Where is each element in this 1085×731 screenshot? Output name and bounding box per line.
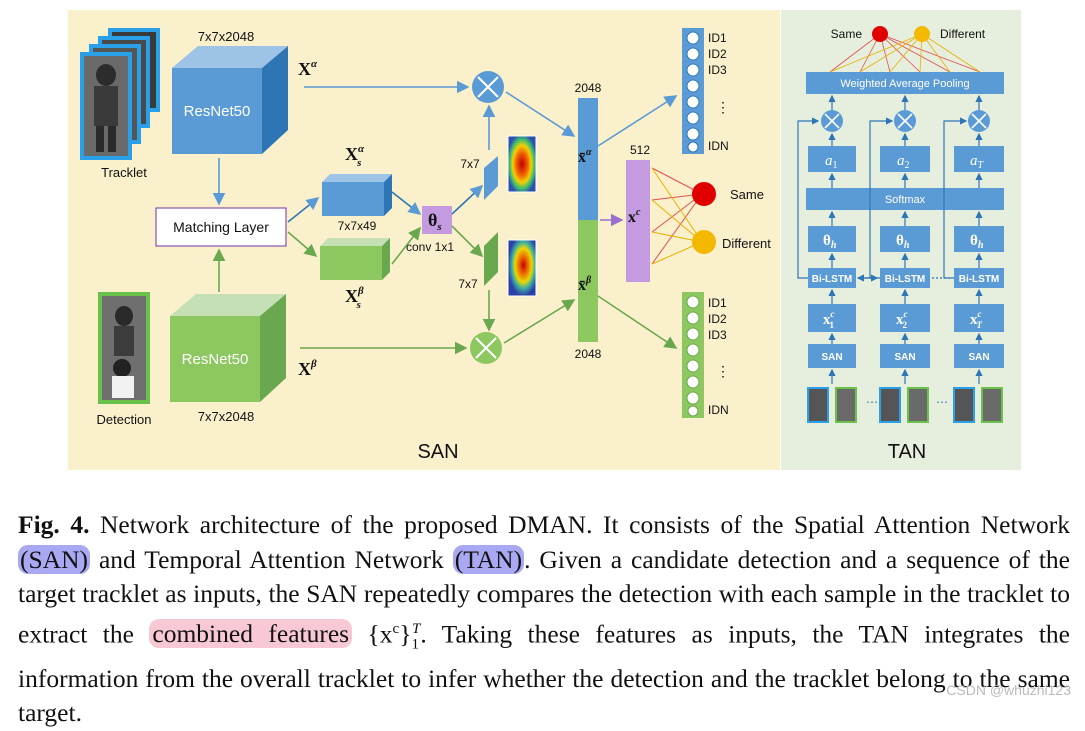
matching-layer-label: Matching Layer (173, 219, 269, 235)
xs-dim-label: 7x7x49 (338, 219, 377, 233)
caption-math-close: } (399, 619, 412, 648)
feat-top-dim: 2048 (575, 81, 602, 95)
bilstm-2: Bi-LSTM (885, 274, 926, 285)
tan-column-3 (954, 110, 1004, 368)
map-size-top: 7x7 (460, 157, 480, 171)
id-bottom-2: ID2 (708, 312, 727, 326)
dim-top-label: 7x7x2048 (198, 29, 254, 44)
softmax-label: Softmax (885, 194, 926, 206)
conv-label: conv 1x1 (406, 240, 454, 254)
san-section-label: SAN (417, 441, 458, 463)
bilstm-1: Bi-LSTM (812, 274, 853, 285)
tracklet-label: Tracklet (101, 165, 147, 180)
multiply-bottom (470, 332, 502, 364)
caption-part-2: and Temporal Attention Network (90, 544, 453, 574)
tan-different-node (914, 26, 930, 42)
caption-math-open: {x (352, 619, 393, 648)
id-bottom-n: IDN (708, 403, 729, 417)
caption-math-sup: T (411, 620, 421, 637)
tan-same-label: Same (831, 27, 863, 41)
id-top-1: ID1 (708, 31, 727, 45)
san-same-node (692, 182, 716, 206)
san-same-label: Same (730, 187, 764, 202)
softmax-box (806, 188, 1004, 210)
feature-alpha-bar (578, 98, 598, 220)
caption-tan-highlight: (TAN) (452, 544, 525, 574)
figure-caption: Fig. 4. Network architecture of the prop… (18, 508, 1070, 731)
id-top-2: ID2 (708, 47, 727, 61)
xs-alpha-block (322, 174, 392, 216)
caption-math-sub: 1 (411, 636, 419, 653)
feature-beta-bar (578, 220, 598, 342)
attention-map-bottom (484, 232, 498, 286)
attention-map-top (484, 156, 498, 200)
combined-feature-bar (626, 160, 650, 282)
caption-math-c: c (392, 620, 400, 637)
resnet50-bottom-label: ResNet50 (182, 351, 249, 368)
tan-same-node (872, 26, 888, 42)
heatmap-top (507, 135, 537, 193)
tan-section-label: TAN (888, 441, 927, 463)
tan-san-2: SAN (894, 352, 915, 363)
caption-fig-label: Fig. 4. (18, 510, 90, 539)
tan-different-label: Different (940, 27, 986, 41)
id-top-dots: ⋮ (716, 99, 730, 115)
caption-san-highlight: (SAN) (18, 544, 90, 574)
heatmap-bottom (507, 239, 537, 297)
map-size-bottom: 7x7 (458, 277, 478, 291)
theta-s-box (422, 206, 452, 234)
watermark: CSDN @whuzhi123 (946, 682, 1071, 698)
caption-part-1: Network architecture of the proposed DMA… (89, 510, 1070, 539)
id-column-top (682, 28, 704, 154)
weighted-pooling-label: Weighted Average Pooling (840, 78, 969, 90)
id-bottom-1: ID1 (708, 296, 727, 310)
bilstm-3: Bi-LSTM (959, 274, 1000, 285)
id-top-n: IDN (708, 139, 729, 153)
san-different-label: Different (722, 236, 771, 251)
dim-bottom-label: 7x7x2048 (198, 409, 254, 424)
detection-label: Detection (97, 412, 152, 427)
tracklet-images (80, 28, 160, 160)
tan-ellipsis-2: ⋯ (936, 395, 948, 409)
tan-arrows (797, 94, 983, 384)
xs-beta-block (320, 238, 390, 280)
tan-column-2 (880, 110, 930, 368)
tan-image-pairs (807, 387, 1003, 423)
feat-bottom-dim: 2048 (575, 347, 602, 361)
combined-dim: 512 (630, 143, 650, 157)
weighted-pooling-box (806, 72, 1004, 94)
multiply-top (472, 71, 504, 103)
resnet50-bottom-block (170, 294, 286, 402)
caption-combined-highlight: combined features (149, 619, 353, 648)
tan-column-1 (808, 110, 856, 368)
id-bottom-3: ID3 (708, 328, 727, 342)
tan-san-1: SAN (821, 352, 842, 363)
resnet50-top-block (172, 46, 288, 154)
tan-ellipsis-1: ⋯ (866, 395, 878, 409)
resnet50-top-label: ResNet50 (184, 103, 251, 120)
id-column-bottom (682, 292, 704, 418)
caption-part-3: . Given a candidate detection and a sequ… (18, 544, 1070, 649)
matching-layer-box (155, 207, 287, 247)
id-bottom-dots: ⋮ (716, 363, 730, 379)
detection-image (98, 292, 150, 404)
tan-san-3: SAN (968, 352, 989, 363)
san-different-node (692, 230, 716, 254)
caption-part-5: . Taking these features as inputs, the T… (18, 619, 1070, 728)
id-top-3: ID3 (708, 63, 727, 77)
dman-architecture-figure: Tracklet Detection ResNet50 7x7x2048 Res… (68, 10, 1021, 470)
